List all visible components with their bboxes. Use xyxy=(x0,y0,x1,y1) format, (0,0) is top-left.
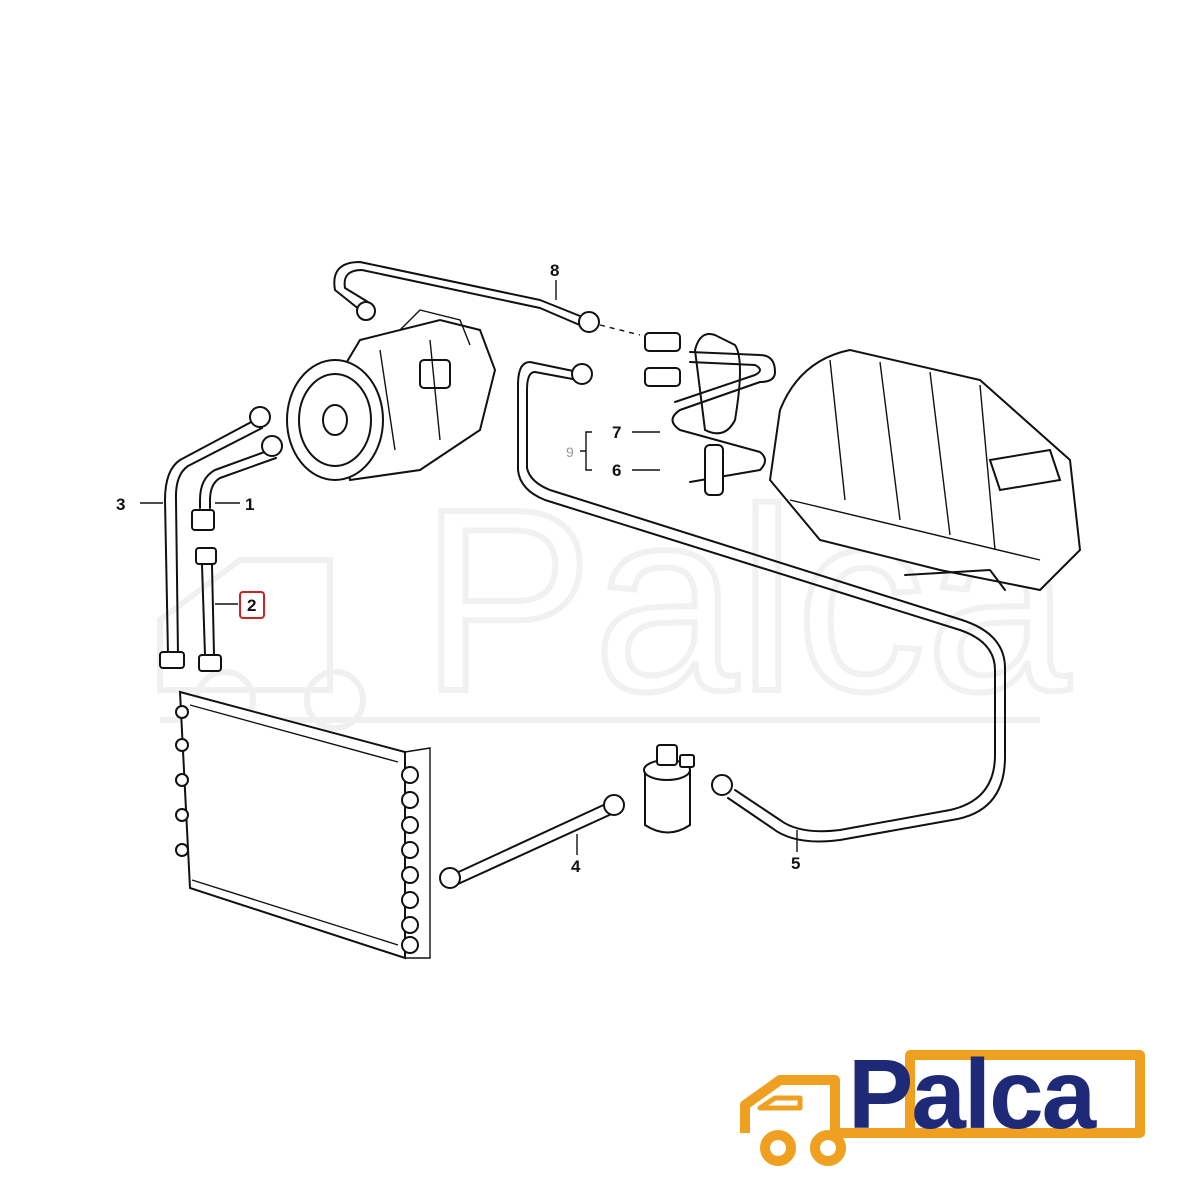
callout-7: 7 xyxy=(612,423,621,442)
callout-2-highlight: 2 xyxy=(239,591,265,619)
logo-truck-icon xyxy=(740,1050,1145,1166)
pipe-3 xyxy=(159,406,271,669)
leader-lines xyxy=(140,280,798,855)
callout-6: 6 xyxy=(612,461,621,480)
expansion-valve-assembly xyxy=(644,332,776,496)
pipe-1 xyxy=(191,435,283,531)
callout-1: 1 xyxy=(245,495,254,514)
receiver-drier xyxy=(643,744,695,834)
callout-2-frame xyxy=(239,591,265,619)
callout-8: 8 xyxy=(550,261,559,280)
pipe-4 xyxy=(439,794,625,889)
callout-9: 9 xyxy=(566,444,574,460)
callout-3: 3 xyxy=(116,495,125,514)
pipe-5 xyxy=(517,361,1006,843)
compressor xyxy=(286,309,497,482)
heater-box xyxy=(768,348,1082,592)
callout-5: 5 xyxy=(791,854,800,873)
condenser xyxy=(175,690,431,960)
condenser-coils xyxy=(175,705,419,954)
pipe-2 xyxy=(195,547,222,672)
logo-text: Palca xyxy=(848,1039,1098,1149)
callout-4: 4 xyxy=(571,857,581,876)
pipe-8 xyxy=(333,261,641,336)
callout-2: 2 xyxy=(247,596,256,615)
palca-logo: Palca xyxy=(740,1039,1145,1166)
